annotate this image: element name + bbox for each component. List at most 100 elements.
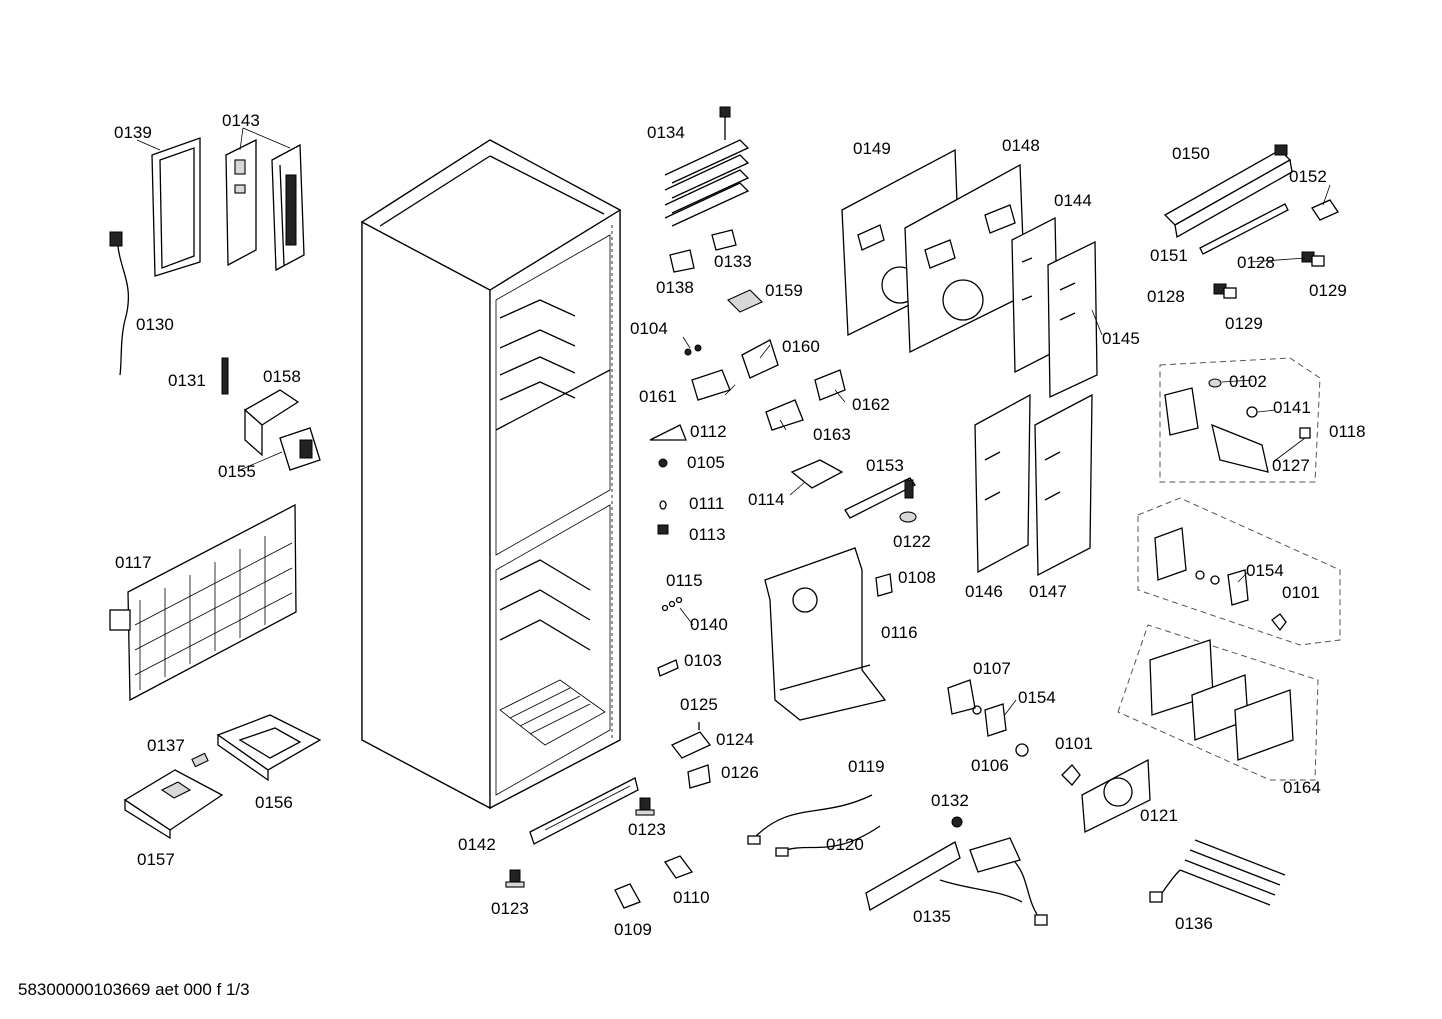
callout-0149: 0149 — [853, 139, 891, 158]
callout-0163: 0163 — [813, 425, 851, 444]
callout-0154-right: 0154 — [1246, 561, 1284, 580]
part-0107-bracket — [947, 679, 976, 715]
part-0123b-foot — [505, 869, 525, 888]
part-0152-clip — [1311, 199, 1339, 221]
group-0164-control-panel — [1117, 624, 1319, 781]
callout-0137: 0137 — [147, 736, 185, 755]
callout-0108: 0108 — [898, 568, 936, 587]
callout-0113: 0113 — [689, 525, 726, 544]
callout-0131: 0131 — [168, 371, 206, 390]
part-0158-housing — [243, 389, 300, 457]
part-0111-washer — [659, 500, 667, 510]
callout-0123-lower: 0123 — [491, 899, 529, 918]
part-0148-rear-panel — [904, 163, 1026, 354]
part-0124-switch — [670, 722, 712, 759]
callout-0141: 0141 — [1273, 398, 1311, 417]
callout-0122: 0122 — [893, 532, 931, 551]
callout-0158: 0158 — [263, 367, 301, 386]
callout-0143: 0143 — [222, 111, 260, 130]
callout-0156: 0156 — [255, 793, 293, 812]
callout-0136: 0136 — [1175, 914, 1213, 933]
part-0123a-foot — [635, 797, 655, 816]
callout-0105: 0105 — [687, 453, 725, 472]
callout-0120: 0120 — [826, 835, 864, 854]
part-0136-heater — [1149, 839, 1286, 906]
callout-0109: 0109 — [614, 920, 652, 939]
part-0153-rail — [844, 477, 916, 519]
callout-0126: 0126 — [721, 763, 759, 782]
callout-0128-upper: 0128 — [1237, 253, 1275, 272]
callout-0129-upper: 0129 — [1309, 281, 1347, 300]
part-0117-condenser-grille — [109, 503, 297, 702]
callout-0119: 0119 — [848, 757, 885, 776]
part-0133-clip — [711, 229, 737, 251]
callout-0133: 0133 — [714, 252, 752, 271]
part-0163-cover — [765, 399, 804, 431]
callout-0104: 0104 — [630, 319, 668, 338]
callout-0114: 0114 — [748, 490, 785, 509]
part-0113-clip — [657, 524, 669, 535]
part-0150-duct-cover — [1163, 144, 1293, 239]
part-0105-screw — [658, 458, 668, 468]
callout-0157: 0157 — [137, 850, 175, 869]
callout-0140: 0140 — [690, 615, 728, 634]
callout-0129-lower: 0129 — [1225, 314, 1263, 333]
exploded-parts-diagram: 0139 0143 0130 0131 0158 0155 0117 0137 … — [109, 106, 1366, 939]
part-0110-block — [664, 855, 694, 879]
document-id-footer: 58300000103669 aet 000 f 1/3 — [18, 980, 250, 999]
part-0161-cover — [691, 369, 731, 401]
part-0139-panel — [151, 137, 201, 277]
leader-lines — [136, 127, 1331, 717]
callout-0106: 0106 — [971, 756, 1009, 775]
callout-0159: 0159 — [765, 281, 803, 300]
part-0155-bracket — [279, 427, 321, 471]
callout-0102: 0102 — [1229, 372, 1267, 391]
part-0119-0120-cables — [747, 794, 881, 857]
callout-0146: 0146 — [965, 582, 1003, 601]
part-0126-holder — [687, 764, 711, 789]
part-0146-side-liner — [974, 393, 1031, 574]
callout-0152: 0152 — [1289, 167, 1327, 186]
part-0131-connector — [221, 357, 229, 395]
part-0156-tray — [216, 714, 322, 782]
part-0109-block — [614, 883, 641, 909]
callout-0135: 0135 — [913, 907, 951, 926]
callout-labels: 0139 0143 0130 0131 0158 0155 0117 0137 … — [114, 111, 1366, 939]
part-0159-pad — [727, 289, 763, 313]
callout-0142: 0142 — [458, 835, 496, 854]
part-0160-damper — [741, 339, 779, 379]
callout-0123-upper: 0123 — [628, 820, 666, 839]
callout-0111: 0111 — [689, 494, 724, 513]
callout-0147: 0147 — [1029, 582, 1067, 601]
callout-0127: 0127 — [1272, 456, 1310, 475]
part-0128b-0129b-latch — [1213, 283, 1237, 299]
part-0138-clip — [669, 249, 695, 273]
callout-0155: 0155 — [218, 462, 256, 481]
group-0118-lamp — [1159, 357, 1321, 483]
callout-0128-lower: 0128 — [1147, 287, 1185, 306]
part-0135-heater-harness — [865, 837, 1048, 926]
callout-0144: 0144 — [1054, 191, 1092, 210]
part-0142-hinge-bar — [529, 777, 639, 845]
part-0143-control-module — [225, 138, 305, 272]
callout-0125: 0125 — [680, 695, 718, 714]
part-0121-fan-cover — [1081, 758, 1151, 834]
part-0154b-switch — [972, 703, 1007, 737]
callout-0160: 0160 — [782, 337, 820, 356]
part-0108-label — [875, 573, 893, 597]
part-0134-evaporator — [664, 106, 750, 227]
callout-0103: 0103 — [684, 651, 722, 670]
part-0112-lamp-cover — [649, 424, 687, 441]
callout-0164: 0164 — [1283, 778, 1321, 797]
callout-0124: 0124 — [716, 730, 754, 749]
part-0132-nut — [951, 816, 963, 828]
part-0104-screws — [684, 344, 702, 356]
group-0154a-0101a-switch — [1137, 497, 1341, 646]
part-0147-side-liner — [1034, 393, 1093, 577]
callout-0145: 0145 — [1102, 329, 1140, 348]
callout-0134: 0134 — [647, 123, 685, 142]
callout-0107: 0107 — [973, 659, 1011, 678]
part-0145-liner — [1047, 240, 1098, 399]
callout-0148: 0148 — [1002, 136, 1040, 155]
part-0162-cover — [814, 369, 846, 401]
